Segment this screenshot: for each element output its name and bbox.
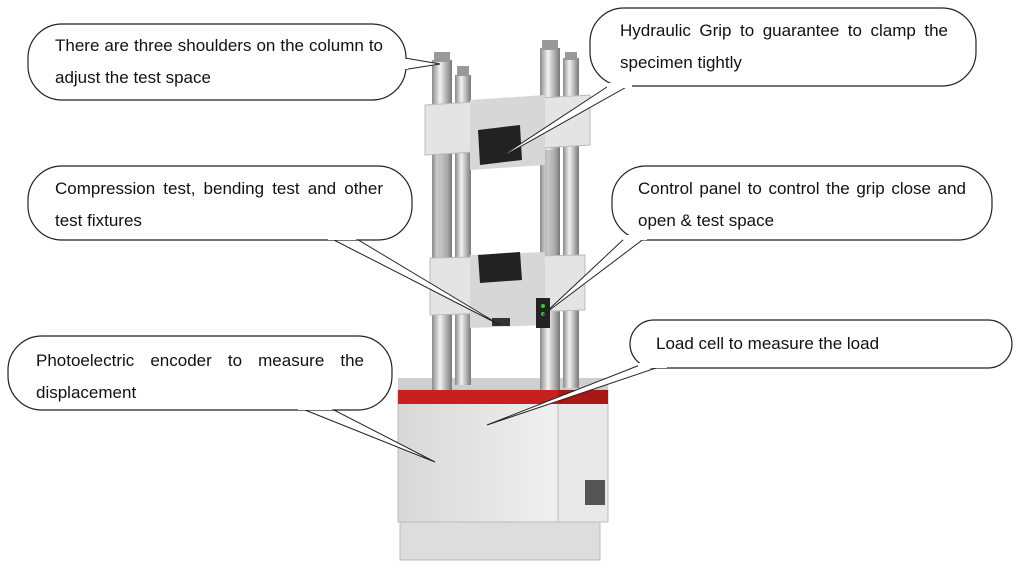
callout-shoulders: There are three shoulders on the column … bbox=[55, 36, 383, 87]
lower-crosshead bbox=[429, 252, 586, 328]
upper-grip bbox=[478, 125, 522, 165]
callout-control-panel: Control panel to control the grip close … bbox=[638, 179, 966, 230]
base-cabinet bbox=[397, 378, 609, 561]
callout-hydraulic-grip: Hydraulic Grip to guarantee to clamp the… bbox=[620, 21, 948, 72]
columns bbox=[432, 40, 579, 390]
lower-grip bbox=[478, 252, 522, 283]
upper-crosshead bbox=[424, 94, 591, 170]
callout-bubbles bbox=[7, 7, 1013, 411]
callout-load-cell: Load cell to measure the load bbox=[656, 334, 880, 353]
red-stripe bbox=[398, 390, 558, 404]
callout-fixtures: Compression test, bending test and other… bbox=[55, 179, 383, 230]
callout-encoder: Photoelectric encoder to measure the dis… bbox=[36, 351, 364, 402]
pointer-lines bbox=[299, 57, 666, 463]
